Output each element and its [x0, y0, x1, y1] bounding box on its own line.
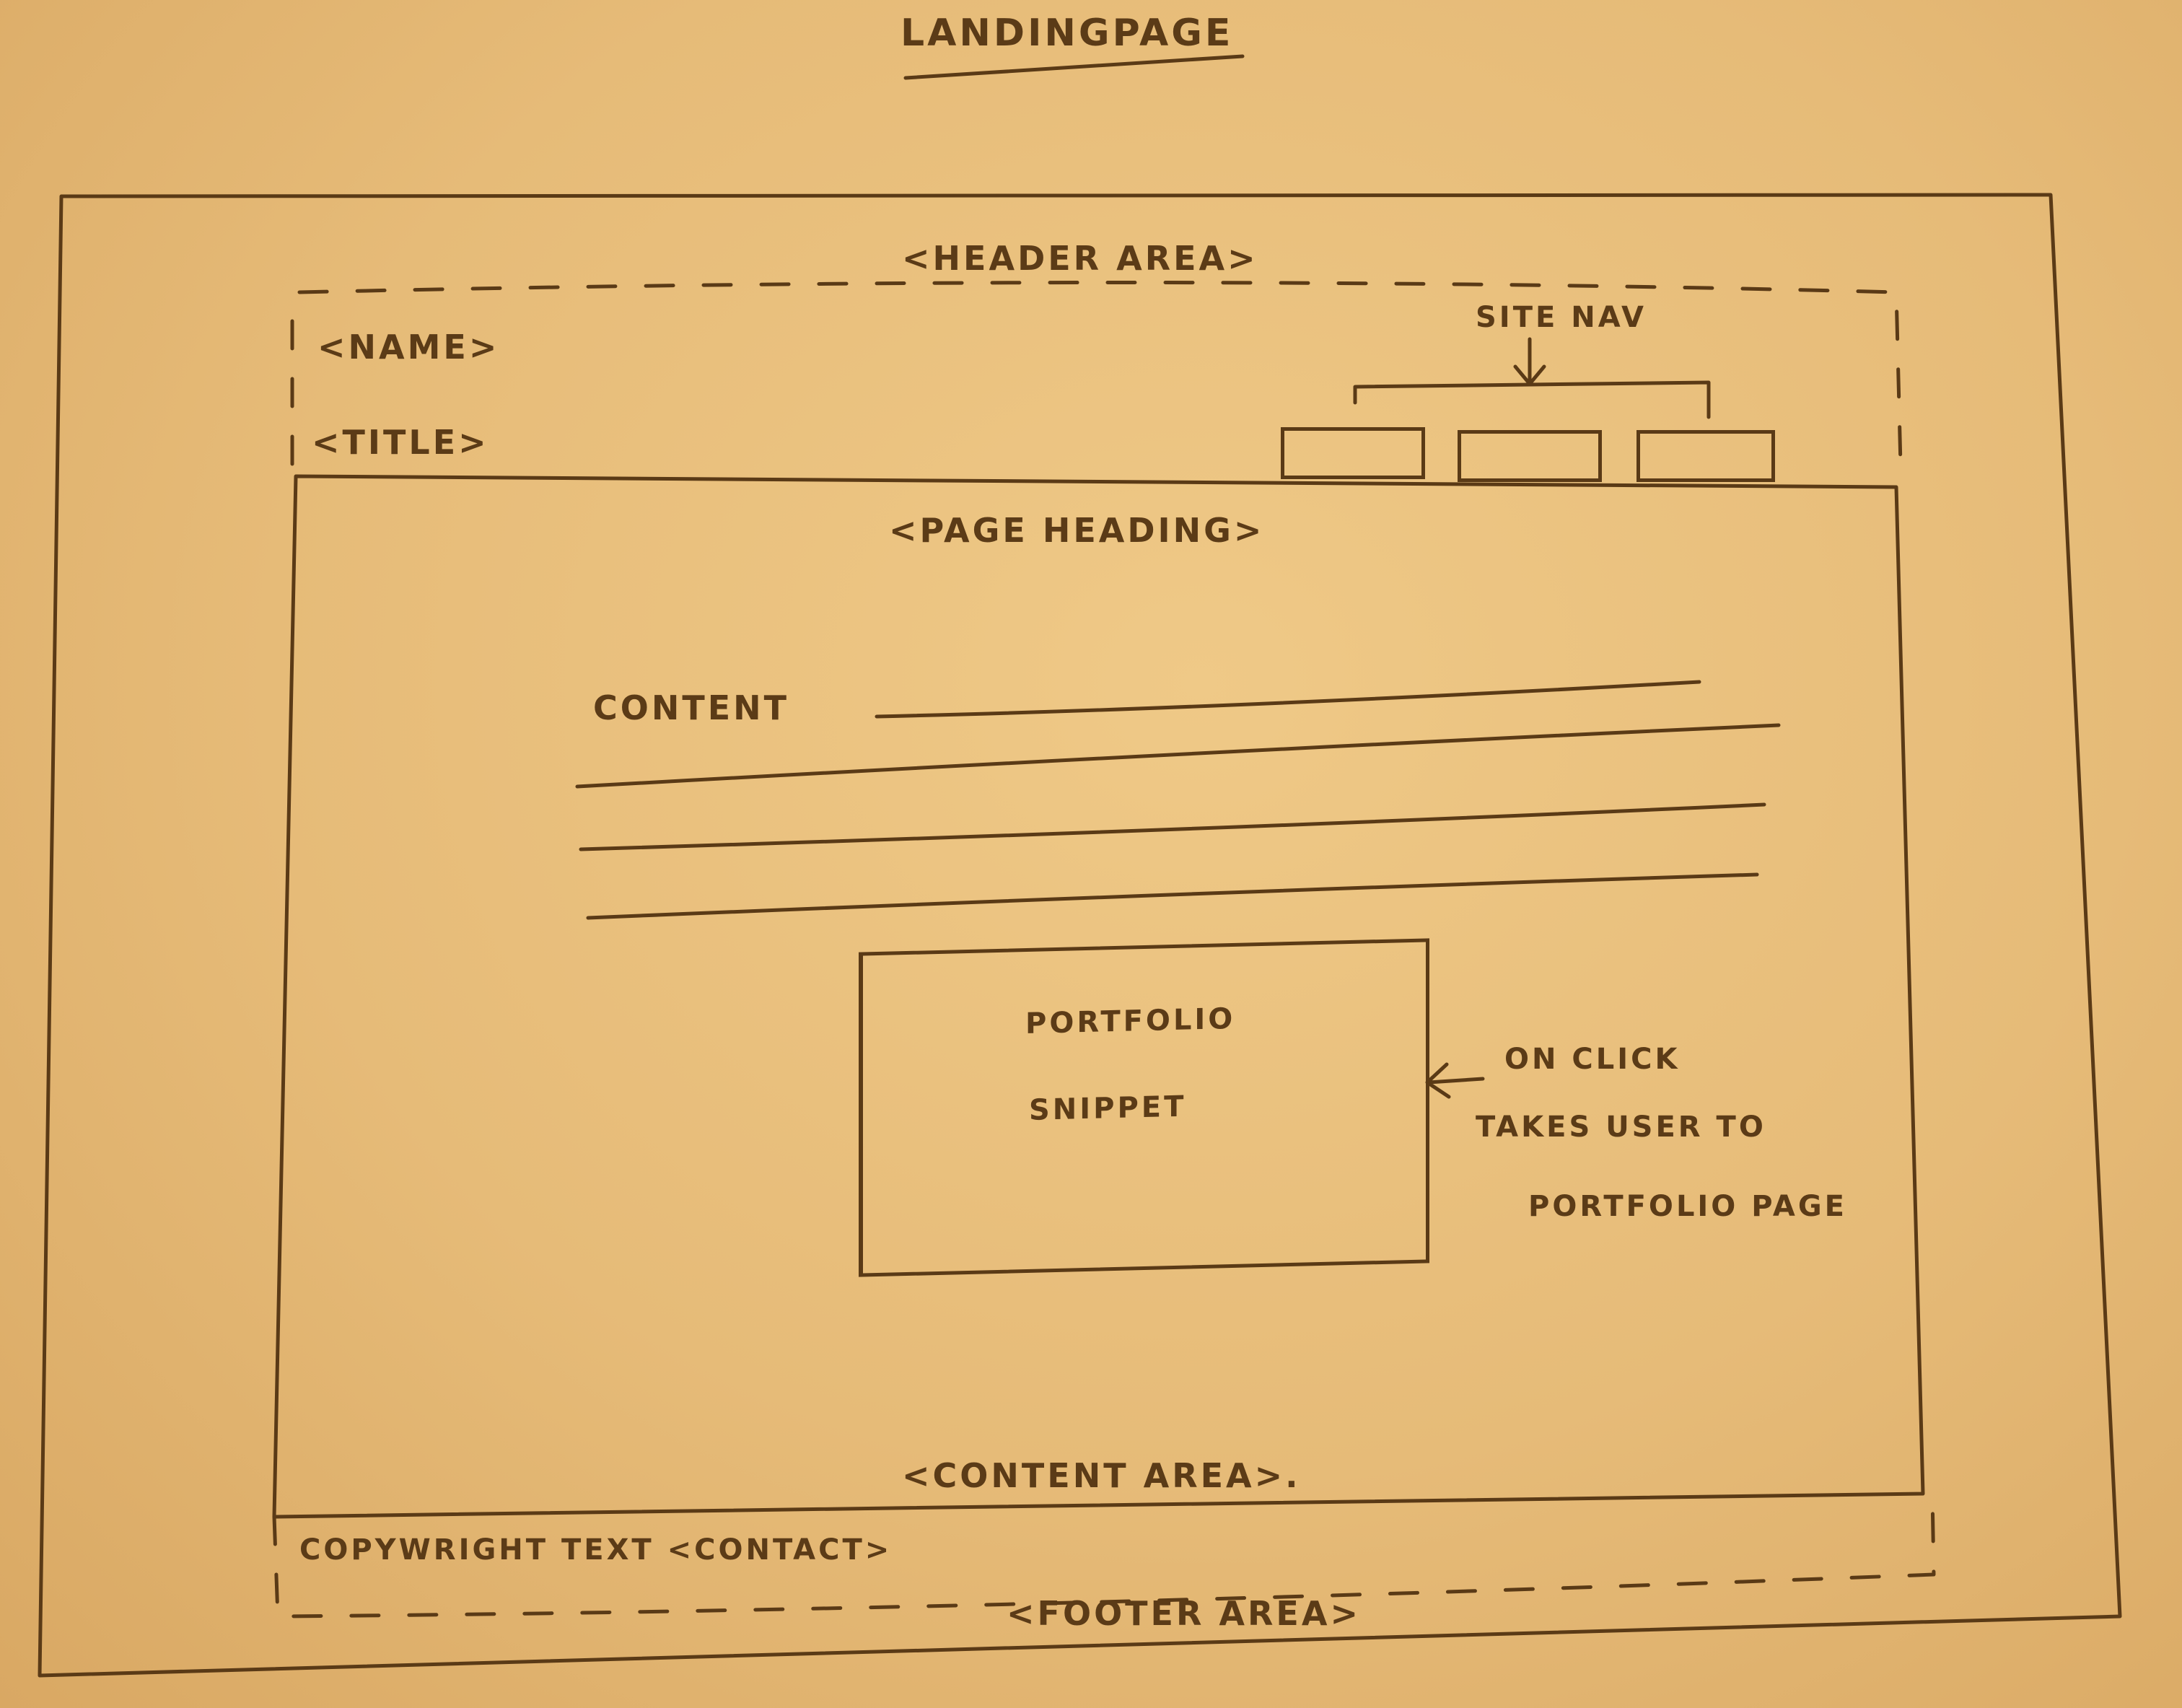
nav-item-3[interactable] [1636, 430, 1775, 482]
site-nav-arrow [1513, 337, 1546, 386]
header-area-label: <HEADER AREA> [902, 239, 1258, 278]
content-area-border [272, 474, 1925, 1519]
footer-dashed-border [272, 1492, 1936, 1619]
annotation-line-1: ON CLICK [1504, 1043, 1681, 1076]
content-line-1 [875, 680, 1701, 719]
content-line-3 [579, 802, 1766, 851]
content-line-2 [575, 723, 1781, 789]
sketch-title: LANDINGPAGE [901, 12, 1234, 55]
annotation-line-3: PORTFOLIO PAGE [1528, 1190, 1847, 1223]
footer-area-label: <FOOTER AREA> [1007, 1594, 1361, 1633]
copyright-contact-placeholder: COPYWRIGHT TEXT <CONTACT> [299, 1533, 893, 1567]
content-line-4 [586, 872, 1759, 920]
portfolio-snippet-subtitle: SNIPPET [1029, 1090, 1187, 1127]
content-area-label: <CONTENT AREA>. [902, 1456, 1301, 1495]
site-nav-bracket [1353, 380, 1711, 419]
content-label: CONTENT [593, 688, 790, 727]
nav-item-1[interactable] [1281, 427, 1425, 479]
site-nav-label: SITE NAV [1476, 301, 1647, 334]
header-dashed-border [290, 281, 1903, 478]
name-placeholder: <NAME> [317, 328, 500, 367]
title-placeholder: <TITLE> [312, 423, 489, 462]
portfolio-snippet-title: PORTFOLIO [1025, 1002, 1236, 1041]
annotation-line-2: TAKES USER TO [1476, 1111, 1766, 1144]
annotation-arrow [1425, 1062, 1485, 1099]
title-underline [903, 54, 1245, 80]
outer-frame [38, 193, 2122, 1678]
page-heading-placeholder: <PAGE HEADING> [889, 511, 1265, 550]
nav-item-2[interactable] [1458, 430, 1602, 482]
portfolio-snippet[interactable]: PORTFOLIO SNIPPET [859, 938, 1429, 1277]
